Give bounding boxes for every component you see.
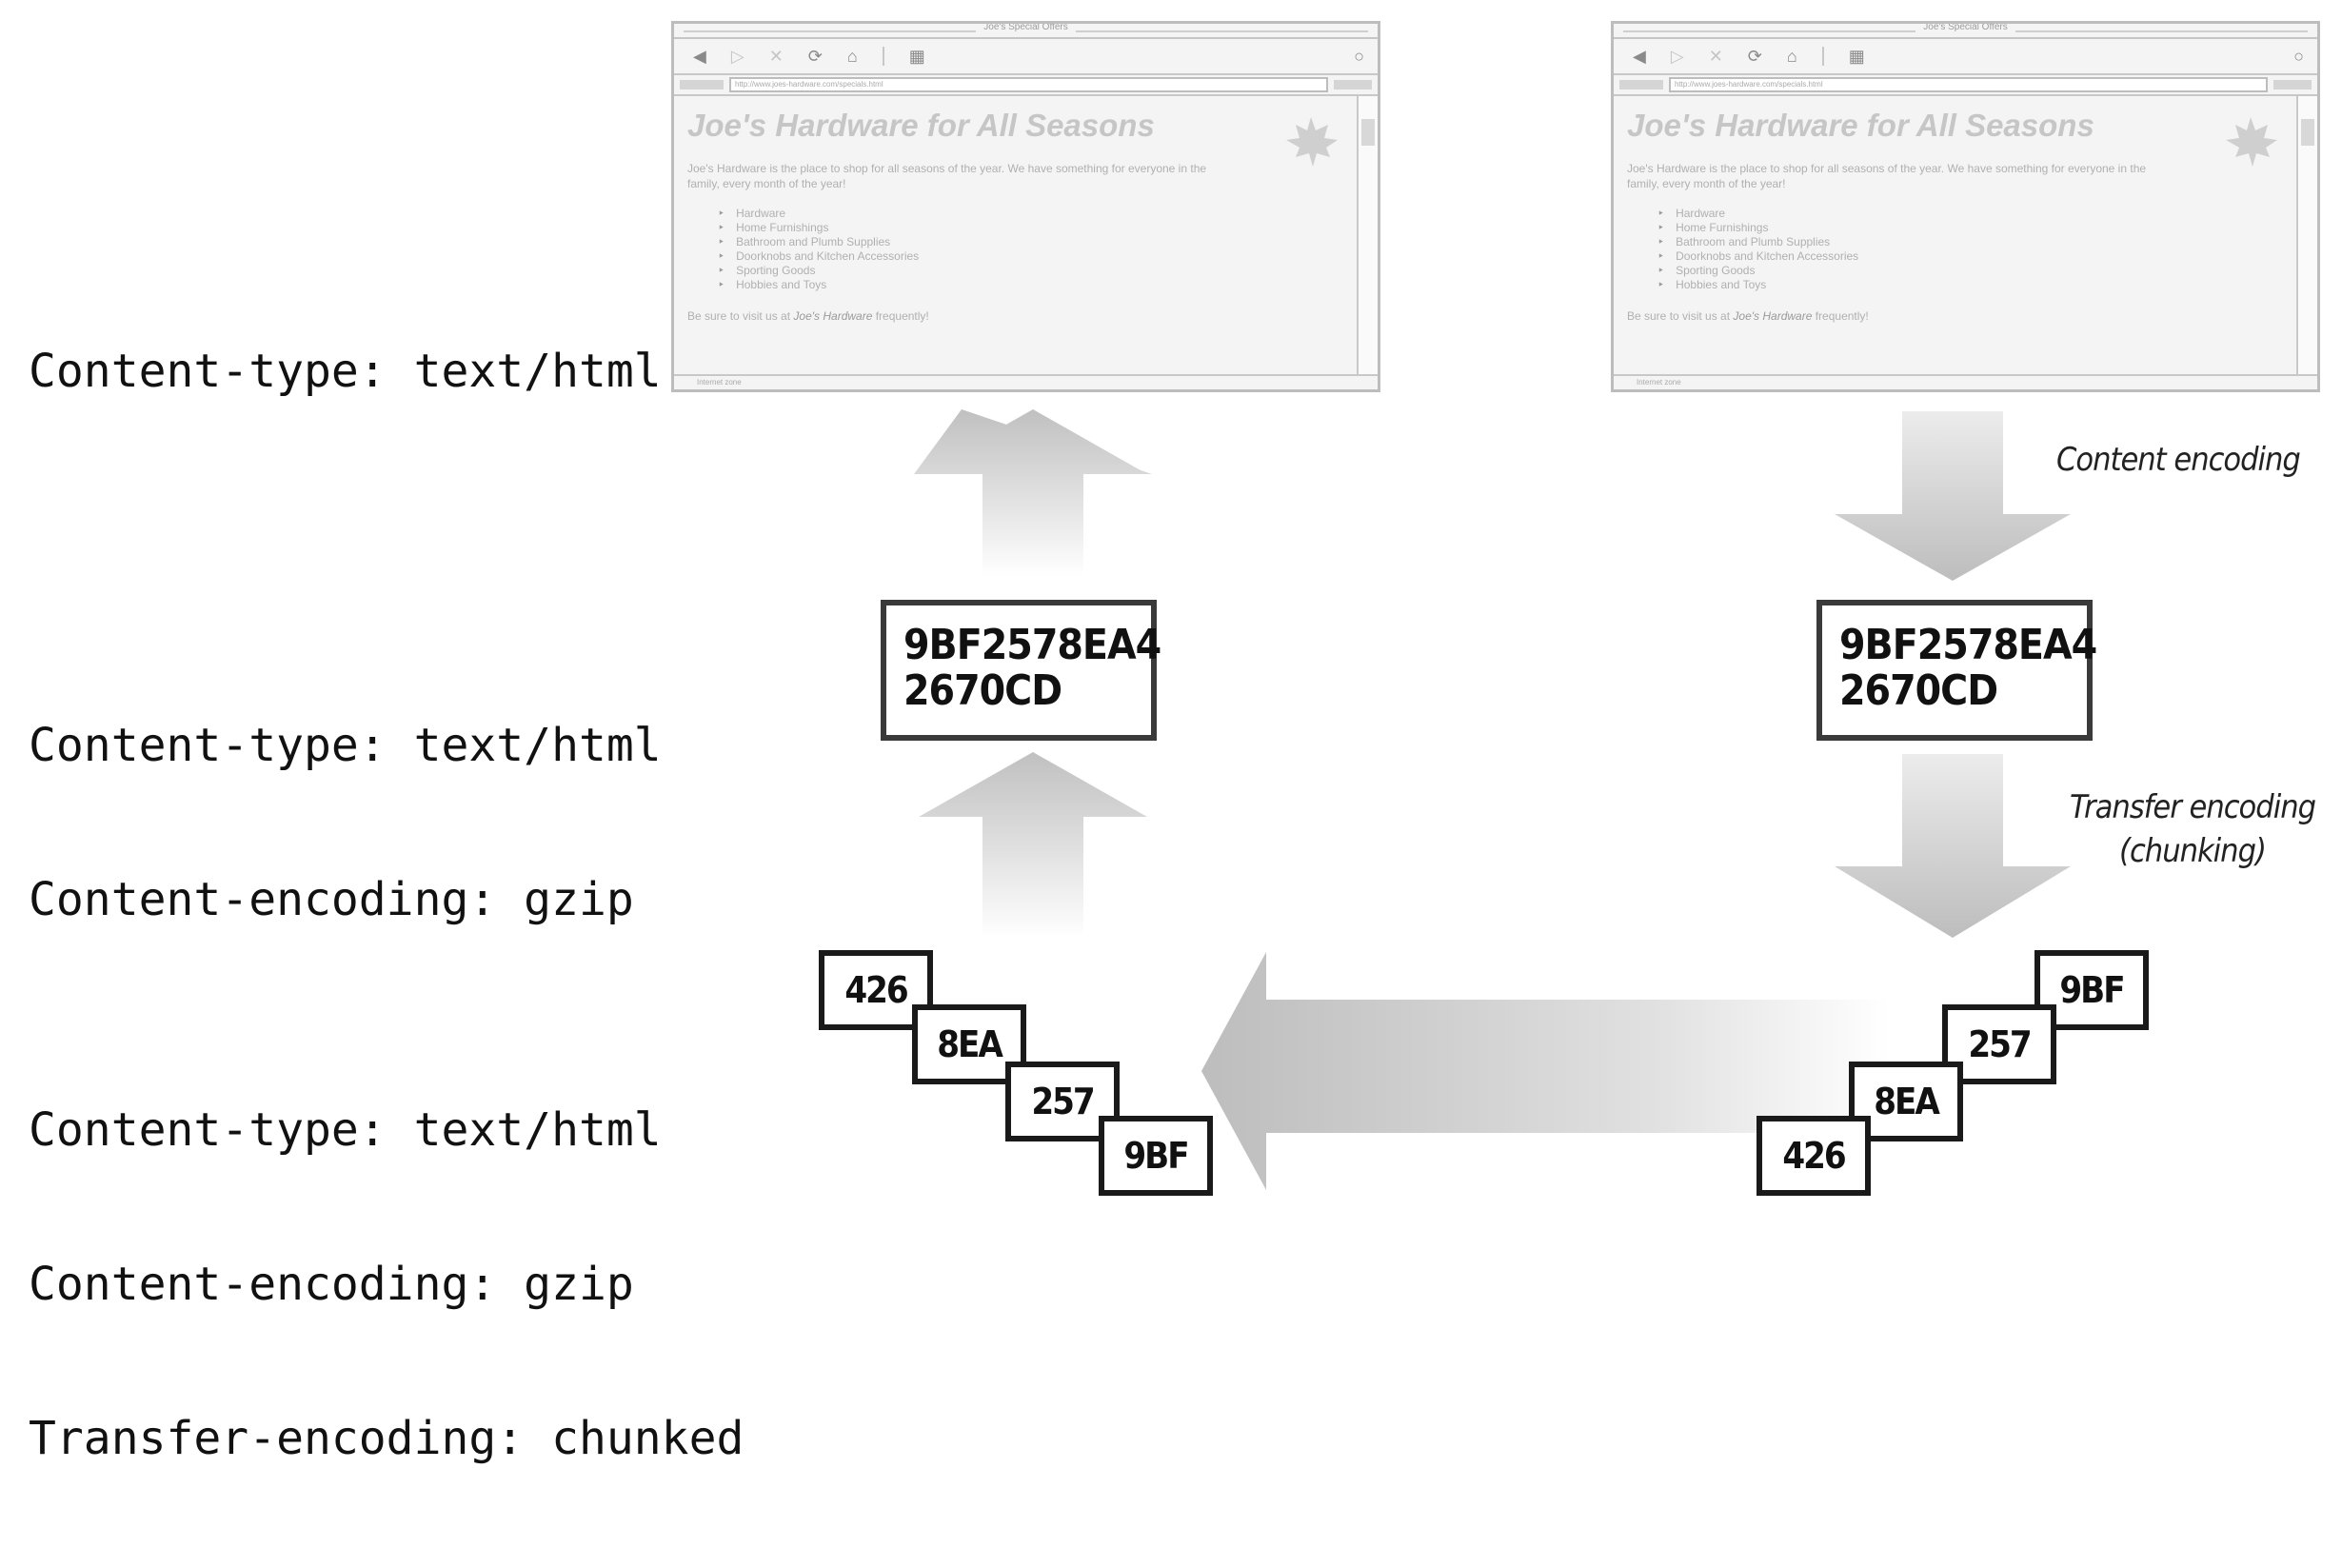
- content-encoding-label: Content encoding: [2056, 441, 2301, 479]
- status-bar: Internet zone: [1614, 374, 2317, 389]
- browser-toolbar: ◀ ▷ ✕ ⟳ ⌂ ▦ ○: [1614, 39, 2317, 75]
- list-item: Hobbies and Toys: [718, 278, 1347, 292]
- list-item: Bathroom and Plumb Supplies: [718, 235, 1347, 249]
- forward-icon: ▷: [730, 46, 744, 66]
- browser-window-right: Joe's Special Offers ◀ ▷ ✕ ⟳ ⌂ ▦ ○ http:…: [1611, 21, 2320, 392]
- scrollbar: [1357, 96, 1378, 374]
- back-icon: ◀: [1633, 46, 1646, 66]
- header-line: Transfer-encoding: chunked: [29, 1412, 744, 1465]
- url-field: http://www.joes-hardware.com/specials.ht…: [729, 77, 1328, 92]
- chunk-box: 426: [1756, 1116, 1871, 1196]
- encoded-line: 2670CD: [1839, 666, 1998, 715]
- left-arrow: [1201, 952, 1890, 1190]
- window-title: Joe's Special Offers: [976, 24, 1076, 32]
- header-line: Content-type: text/html: [29, 1103, 662, 1157]
- chunking-text: (chunking): [2119, 832, 2267, 870]
- transfer-encoding-text: Transfer encoding: [2069, 788, 2316, 826]
- page-footer: Be sure to visit us at Joe's Hardware fr…: [1627, 309, 1869, 323]
- list-item: Hardware: [1657, 207, 2287, 221]
- encoded-line: 9BF2578EA4: [903, 621, 1161, 669]
- gzip-data-box-right: 9BF2578EA4 2670CD: [1816, 600, 2097, 741]
- page-intro: Joe's Hardware is the place to shop for …: [1627, 162, 2147, 190]
- status-bar: Internet zone: [674, 374, 1378, 389]
- print-icon: ▦: [908, 46, 925, 66]
- transfer-encoding-label: Transfer encoding (chunking): [2054, 785, 2331, 873]
- maple-leaf-icon: [1286, 117, 1338, 167]
- chunk-box: 9BF: [2034, 950, 2149, 1030]
- print-icon: ▦: [1848, 46, 1865, 66]
- page-content: Joe's Hardware for All Seasons Joe's Har…: [674, 96, 1357, 374]
- refresh-icon: ⟳: [807, 46, 823, 66]
- list-item: Hardware: [718, 207, 1347, 221]
- gzip-data-box-left: 9BF2578EA4 2670CD: [881, 600, 1161, 741]
- list-item: Sporting Goods: [718, 264, 1347, 278]
- back-icon: ◀: [693, 46, 706, 66]
- list-item: Hobbies and Toys: [1657, 278, 2287, 292]
- throbber-icon: ○: [1354, 46, 1364, 66]
- stop-icon: ✕: [1708, 46, 1723, 66]
- encoded-line: 9BF2578EA4: [1839, 621, 2097, 669]
- throbber-icon: ○: [2293, 46, 2304, 66]
- page-footer: Be sure to visit us at Joe's Hardware fr…: [687, 309, 929, 323]
- down-arrow-transfer-encoding: [1835, 754, 2071, 938]
- list-item: Home Furnishings: [1657, 221, 2287, 235]
- product-list: Hardware Home Furnishings Bathroom and P…: [718, 207, 1347, 292]
- list-item: Sporting Goods: [1657, 264, 2287, 278]
- list-item: Bathroom and Plumb Supplies: [1657, 235, 2287, 249]
- headers-middle: Content-type: text/html Content-encoding…: [29, 617, 662, 1028]
- chunk-box: 9BF: [1099, 1116, 1213, 1196]
- page-heading: Joe's Hardware for All Seasons: [687, 108, 1155, 143]
- page-intro: Joe's Hardware is the place to shop for …: [687, 162, 1207, 190]
- header-line: Content-type: text/html: [29, 345, 662, 398]
- browser-window-left: Joe's Special Offers ◀ ▷ ✕ ⟳ ⌂ ▦ ○ http:…: [671, 21, 1380, 392]
- url-field: http://www.joes-hardware.com/specials.ht…: [1669, 77, 2268, 92]
- forward-icon: ▷: [1670, 46, 1684, 66]
- up-arrow-upper-shape: [919, 409, 1147, 576]
- header-line: Content-encoding: gzip: [29, 873, 634, 926]
- headers-bottom: Content-type: text/html Content-encoding…: [29, 1002, 744, 1567]
- chunk-box: 426: [819, 950, 933, 1030]
- browser-toolbar: ◀ ▷ ✕ ⟳ ⌂ ▦ ○: [674, 39, 1378, 75]
- chunk-box: 8EA: [1849, 1062, 1963, 1141]
- down-arrow-content-encoding: [1835, 411, 2071, 581]
- chunk-box: 257: [1005, 1062, 1120, 1141]
- list-item: Doorknobs and Kitchen Accessories: [1657, 249, 2287, 264]
- refresh-icon: ⟳: [1747, 46, 1762, 66]
- window-title: Joe's Special Offers: [1915, 24, 2015, 32]
- window-titlebar: Joe's Special Offers: [674, 24, 1378, 39]
- product-list: Hardware Home Furnishings Bathroom and P…: [1657, 207, 2287, 292]
- list-item: Doorknobs and Kitchen Accessories: [718, 249, 1347, 264]
- home-icon: ⌂: [1786, 46, 1797, 66]
- arrows-layer: [914, 409, 2071, 1190]
- page-content: Joe's Hardware for All Seasons Joe's Har…: [1614, 96, 2296, 374]
- home-icon: ⌂: [846, 46, 858, 66]
- maple-leaf-icon: [2226, 117, 2277, 167]
- header-line: Content-type: text/html: [29, 719, 662, 772]
- address-bar: http://www.joes-hardware.com/specials.ht…: [674, 75, 1378, 96]
- stop-icon: ✕: [768, 46, 784, 66]
- diagram: Content-type: text/html Content-type: te…: [0, 0, 2342, 1197]
- window-titlebar: Joe's Special Offers: [1614, 24, 2317, 39]
- address-bar: http://www.joes-hardware.com/specials.ht…: [1614, 75, 2317, 96]
- up-arrow-lower: [919, 752, 1147, 938]
- scrollbar: [2296, 96, 2317, 374]
- header-line: Content-encoding: gzip: [29, 1258, 634, 1311]
- page-heading: Joe's Hardware for All Seasons: [1627, 108, 2094, 143]
- list-item: Home Furnishings: [718, 221, 1347, 235]
- headers-top: Content-type: text/html: [29, 243, 662, 500]
- encoded-line: 2670CD: [903, 666, 1062, 715]
